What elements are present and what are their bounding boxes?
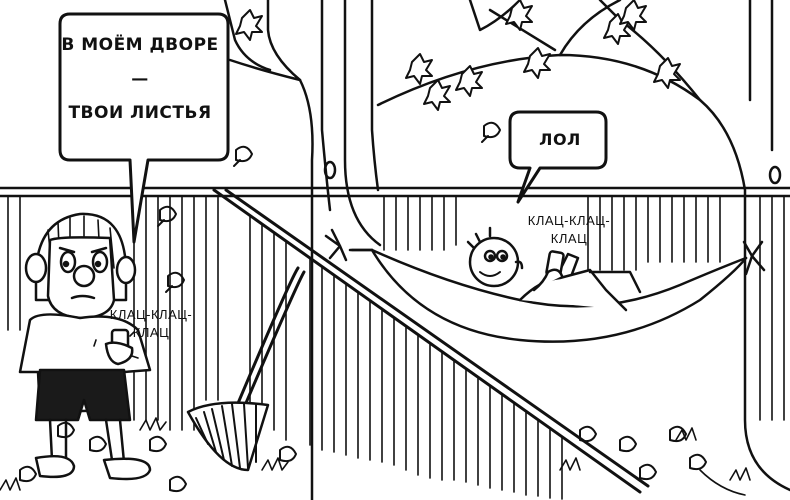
neighbor-speech-text: В МОЁМ ДВОРЕ — ТВОИ ЛИСТЬЯ: [60, 28, 220, 130]
speech-bubble-neighbor: [58, 12, 230, 244]
left-tree: [223, 0, 382, 500]
ground-leaves: [19, 421, 707, 493]
sound-effect-left: КЛАЦ-КЛАЦ- КЛАЦ: [96, 306, 206, 342]
leaf-cluster: [235, 0, 681, 111]
grass: [0, 417, 751, 491]
diagonal-fence: [212, 188, 650, 500]
neighbor-speech-line2: ТВОИ ЛИСТЬЯ: [68, 103, 212, 123]
sound-effect-left-line2: КЛАЦ: [132, 325, 170, 340]
sound-effect-right-line1: КЛАЦ-КЛАЦ-: [527, 213, 611, 228]
sound-effect-right-line2: КЛАЦ: [550, 231, 588, 246]
hammock: [324, 228, 766, 343]
neighbor-character: [18, 212, 152, 481]
reply-speech-text: ЛОЛ: [539, 130, 581, 149]
rake: [186, 266, 306, 472]
speech-bubble-reply: [508, 110, 608, 204]
neighbor-speech-line1: В МОЁМ ДВОРЕ —: [61, 35, 219, 89]
sound-effect-right: КЛАЦ-КЛАЦ- КЛАЦ: [524, 212, 614, 248]
greg-character: [466, 226, 642, 312]
falling-leaves: [157, 121, 501, 293]
back-fence-right: [383, 195, 785, 421]
sound-effect-left-line1: КЛАЦ-КЛАЦ-: [109, 307, 193, 322]
